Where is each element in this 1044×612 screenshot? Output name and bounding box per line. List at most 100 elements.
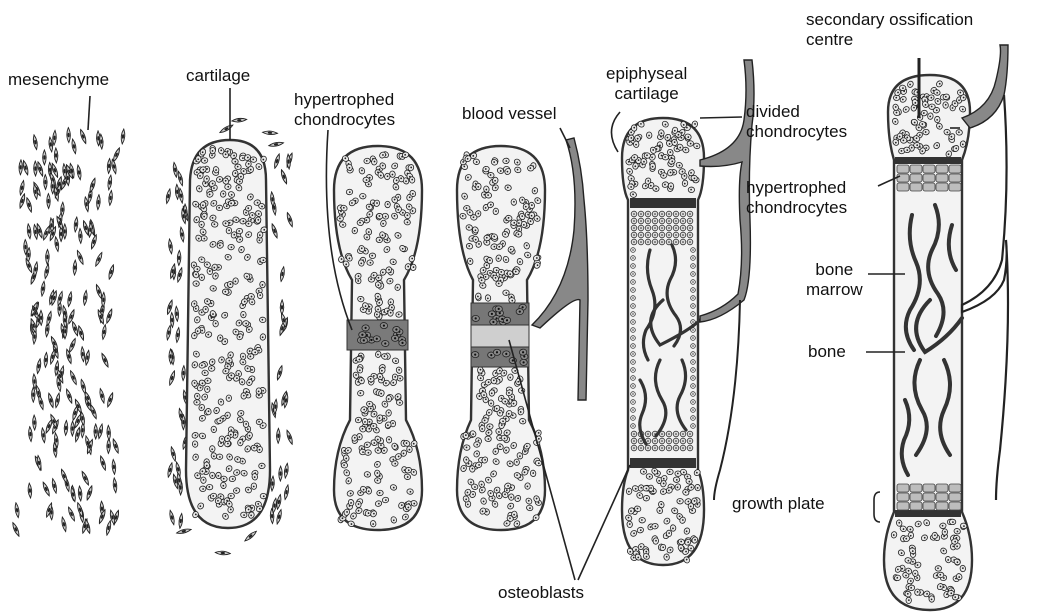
mesenchyme-label: mesenchyme bbox=[8, 70, 109, 90]
bone-marrow-label: bone marrow bbox=[806, 260, 863, 300]
hypertrophed-chondrocyte bbox=[936, 165, 948, 173]
mesenchyme-cell bbox=[54, 148, 58, 163]
mesenchyme-cell bbox=[111, 159, 118, 174]
hypertrophed-chondrocyte bbox=[373, 336, 381, 342]
mesenchyme-cell bbox=[54, 393, 61, 408]
cartilage-cell bbox=[220, 190, 226, 197]
column-chondrocyte bbox=[652, 445, 658, 451]
mesenchyme-cell bbox=[120, 129, 125, 144]
chondrocyte bbox=[475, 183, 481, 190]
mesenchyme-cell bbox=[23, 240, 27, 255]
mesenchyme-cell bbox=[71, 421, 75, 436]
perichondrium-cell bbox=[279, 466, 283, 481]
hypertrophed-chondrocyte bbox=[897, 183, 909, 191]
epiphyseal-chondrocyte bbox=[670, 524, 676, 531]
column-chondrocyte bbox=[680, 445, 686, 451]
mesenchyme-cell bbox=[46, 249, 50, 264]
hypertrophed-chondrocyte bbox=[936, 174, 948, 182]
hypertrophed-chondrocyte bbox=[472, 315, 480, 321]
perichondrium-cell bbox=[219, 124, 234, 135]
cartilage-cell bbox=[192, 441, 198, 448]
column-chondrocyte bbox=[659, 225, 665, 231]
mesenchyme-cell bbox=[99, 388, 106, 403]
mesenchyme-cell bbox=[40, 281, 46, 296]
hypertrophed-chondrocyte bbox=[362, 324, 370, 331]
chondrocyte bbox=[492, 177, 498, 184]
bone-marrow-line-1: bone bbox=[806, 260, 863, 280]
column-chondrocyte bbox=[680, 218, 686, 224]
mesenchyme-cell bbox=[101, 324, 107, 339]
column-chondrocyte bbox=[652, 232, 658, 238]
mesenchyme-cell bbox=[81, 471, 91, 486]
chondrocyte bbox=[365, 450, 372, 456]
stage6-main-vessel bbox=[962, 95, 1008, 500]
epiphyseal-chondrocyte bbox=[651, 523, 658, 529]
hypertrophed-chondrocyte bbox=[471, 351, 479, 358]
column-chondrocyte bbox=[666, 438, 672, 444]
perichondrium-cell bbox=[271, 223, 279, 238]
mesenchyme-cell bbox=[100, 353, 109, 368]
chondrocyte bbox=[521, 221, 527, 228]
cartilage-label: cartilage bbox=[186, 66, 250, 86]
epiphyseal-chondrocyte bbox=[906, 597, 911, 603]
chondrocyte bbox=[386, 395, 392, 402]
stage4-collar bbox=[471, 325, 529, 347]
cartilage-cell bbox=[259, 317, 266, 323]
chondrocyte bbox=[510, 220, 517, 226]
perichondrium-cell bbox=[280, 169, 288, 184]
divided-line-2: chondrocytes bbox=[746, 122, 847, 142]
cartilage-cell bbox=[233, 278, 239, 285]
cartilage-cell bbox=[194, 400, 201, 406]
column-chondrocyte bbox=[680, 232, 686, 238]
cartilage-cell bbox=[195, 155, 201, 162]
mesenchyme-stage bbox=[11, 128, 125, 537]
column-chondrocyte bbox=[652, 225, 658, 231]
perichondrium-cell bbox=[175, 306, 180, 321]
perichondrium-cell bbox=[177, 171, 184, 186]
epiphyseal-chondrocyte bbox=[942, 529, 948, 536]
hypertrophed-chondrocyte bbox=[519, 349, 527, 356]
mesenchyme-cell bbox=[76, 250, 85, 265]
epiphyseal-chondrocyte bbox=[927, 113, 933, 120]
mesenchyme-cell bbox=[42, 481, 51, 496]
stage5-plate-top bbox=[630, 198, 696, 208]
mesenchyme-cell bbox=[96, 195, 101, 210]
cartilage-cell bbox=[260, 257, 267, 263]
chondrocyte bbox=[482, 166, 489, 172]
mesenchyme-cell bbox=[51, 478, 58, 493]
osteoblast bbox=[631, 344, 636, 349]
column-chondrocyte bbox=[631, 218, 637, 224]
perichondrium-cell bbox=[262, 131, 277, 136]
epiphyseal-chondrocyte bbox=[688, 187, 695, 193]
hypertrophed-chondrocyte bbox=[910, 165, 922, 173]
column-chondrocyte bbox=[631, 431, 637, 437]
perichondrium-cell bbox=[178, 188, 184, 203]
epiphyseal-chondrocyte bbox=[922, 129, 929, 135]
mesenchyme-cell bbox=[46, 311, 53, 326]
cartilage-cell bbox=[209, 446, 215, 453]
cartilage-cell bbox=[201, 157, 208, 163]
hypertrophed-chondrocyte bbox=[520, 359, 528, 366]
hypertrophed-chondrocyte bbox=[949, 165, 961, 173]
osteoblast bbox=[691, 400, 696, 405]
growth-plate-cell bbox=[936, 502, 948, 510]
mesenchyme-cell bbox=[44, 175, 48, 190]
osteoblast bbox=[631, 280, 636, 285]
mesenchyme-cell bbox=[32, 135, 38, 150]
osteoblast bbox=[691, 392, 696, 397]
column-chondrocyte bbox=[673, 232, 679, 238]
column-chondrocyte bbox=[631, 232, 637, 238]
perichondrium-cell bbox=[178, 513, 183, 528]
cartilage-cell bbox=[247, 432, 253, 439]
perichondrium-cell bbox=[285, 430, 293, 445]
hypertrophed-2-line-2: chondrocytes bbox=[746, 198, 847, 218]
mesenchyme-cell bbox=[33, 262, 39, 277]
mesenchyme-cell bbox=[32, 415, 36, 430]
mesenchyme-cell bbox=[89, 404, 98, 419]
hypertrophed-chondrocyte bbox=[516, 308, 524, 314]
mesenchyme-cell bbox=[22, 160, 29, 175]
epiphyseal-chondrocyte bbox=[643, 485, 650, 491]
mesenchyme-cell bbox=[67, 309, 75, 324]
secondary-ossification-label: secondary ossification centre bbox=[806, 10, 973, 50]
